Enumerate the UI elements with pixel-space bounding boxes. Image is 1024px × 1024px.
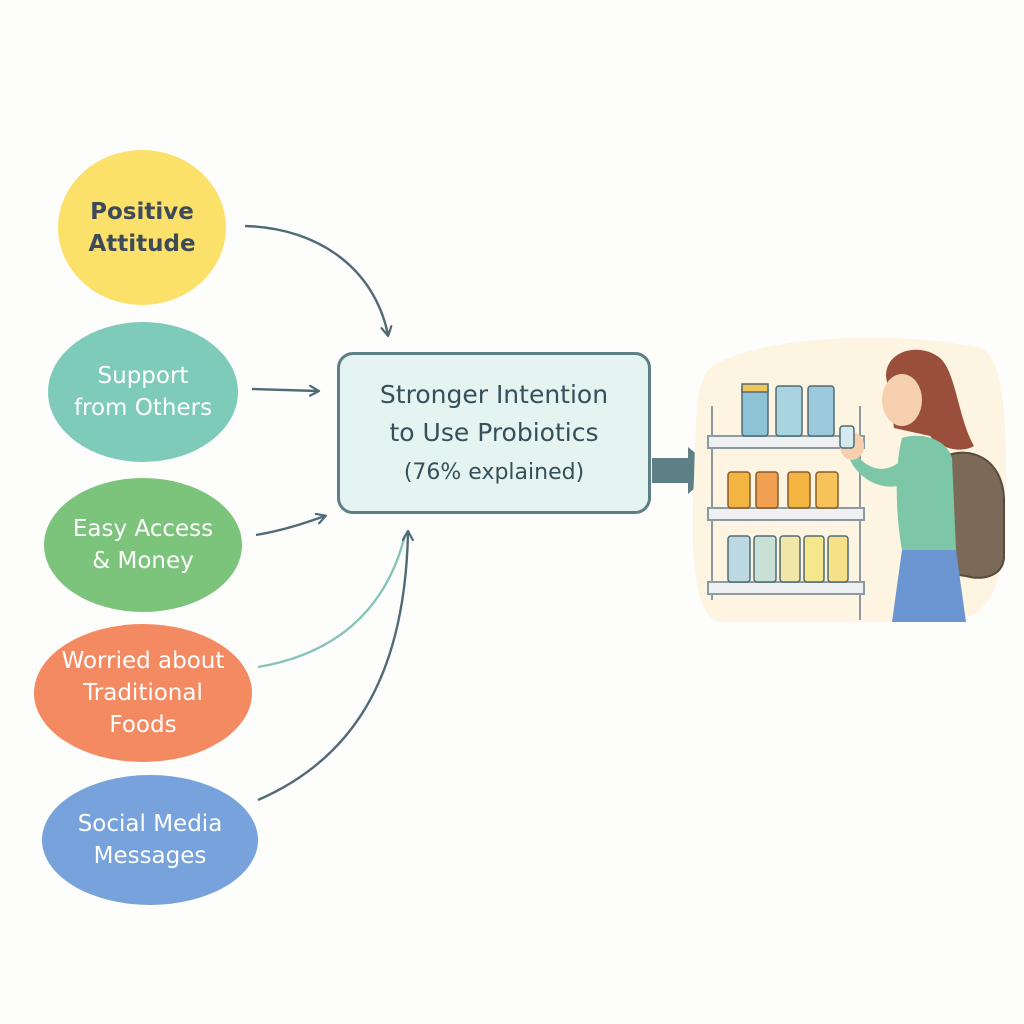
factor-easy-access-money: Easy Access & Money [44, 478, 242, 612]
shopper-figure [839, 349, 1005, 622]
factor-positive-attitude: Positive Attitude [58, 150, 226, 305]
factor-label: Worried about Traditional Foods [61, 648, 225, 738]
jeans [892, 550, 966, 622]
outcome-title: Stronger Intention to Use Probiotics [379, 380, 609, 447]
products-top [741, 383, 835, 437]
torso [896, 435, 956, 550]
factor-label: Support from Others [73, 363, 213, 421]
factor-label: Positive Attitude [88, 198, 196, 257]
arrow-social [257, 532, 408, 802]
shopper-illustration [692, 337, 1006, 622]
factor-label: Easy Access & Money [72, 516, 214, 574]
products-bottom [727, 535, 849, 583]
face [882, 374, 922, 426]
factor-social-media-messages: Social Media Messages [42, 775, 258, 905]
arm [850, 454, 916, 487]
arrow-attitude [244, 224, 388, 335]
backpack [944, 451, 1005, 579]
held-bottle [839, 425, 855, 449]
variance-explained: (76% explained) [403, 460, 585, 485]
factor-worried-traditional-foods: Worried about Traditional Foods [34, 624, 252, 762]
arrow-support [251, 389, 318, 391]
arrow-worried [257, 534, 407, 669]
products-middle [727, 471, 839, 509]
outcome-box: Stronger Intention to Use Probiotics (76… [337, 352, 651, 514]
factor-support-from-others: Support from Others [48, 322, 238, 462]
factor-label: Social Media Messages [77, 811, 223, 869]
arrow-access [255, 516, 325, 537]
